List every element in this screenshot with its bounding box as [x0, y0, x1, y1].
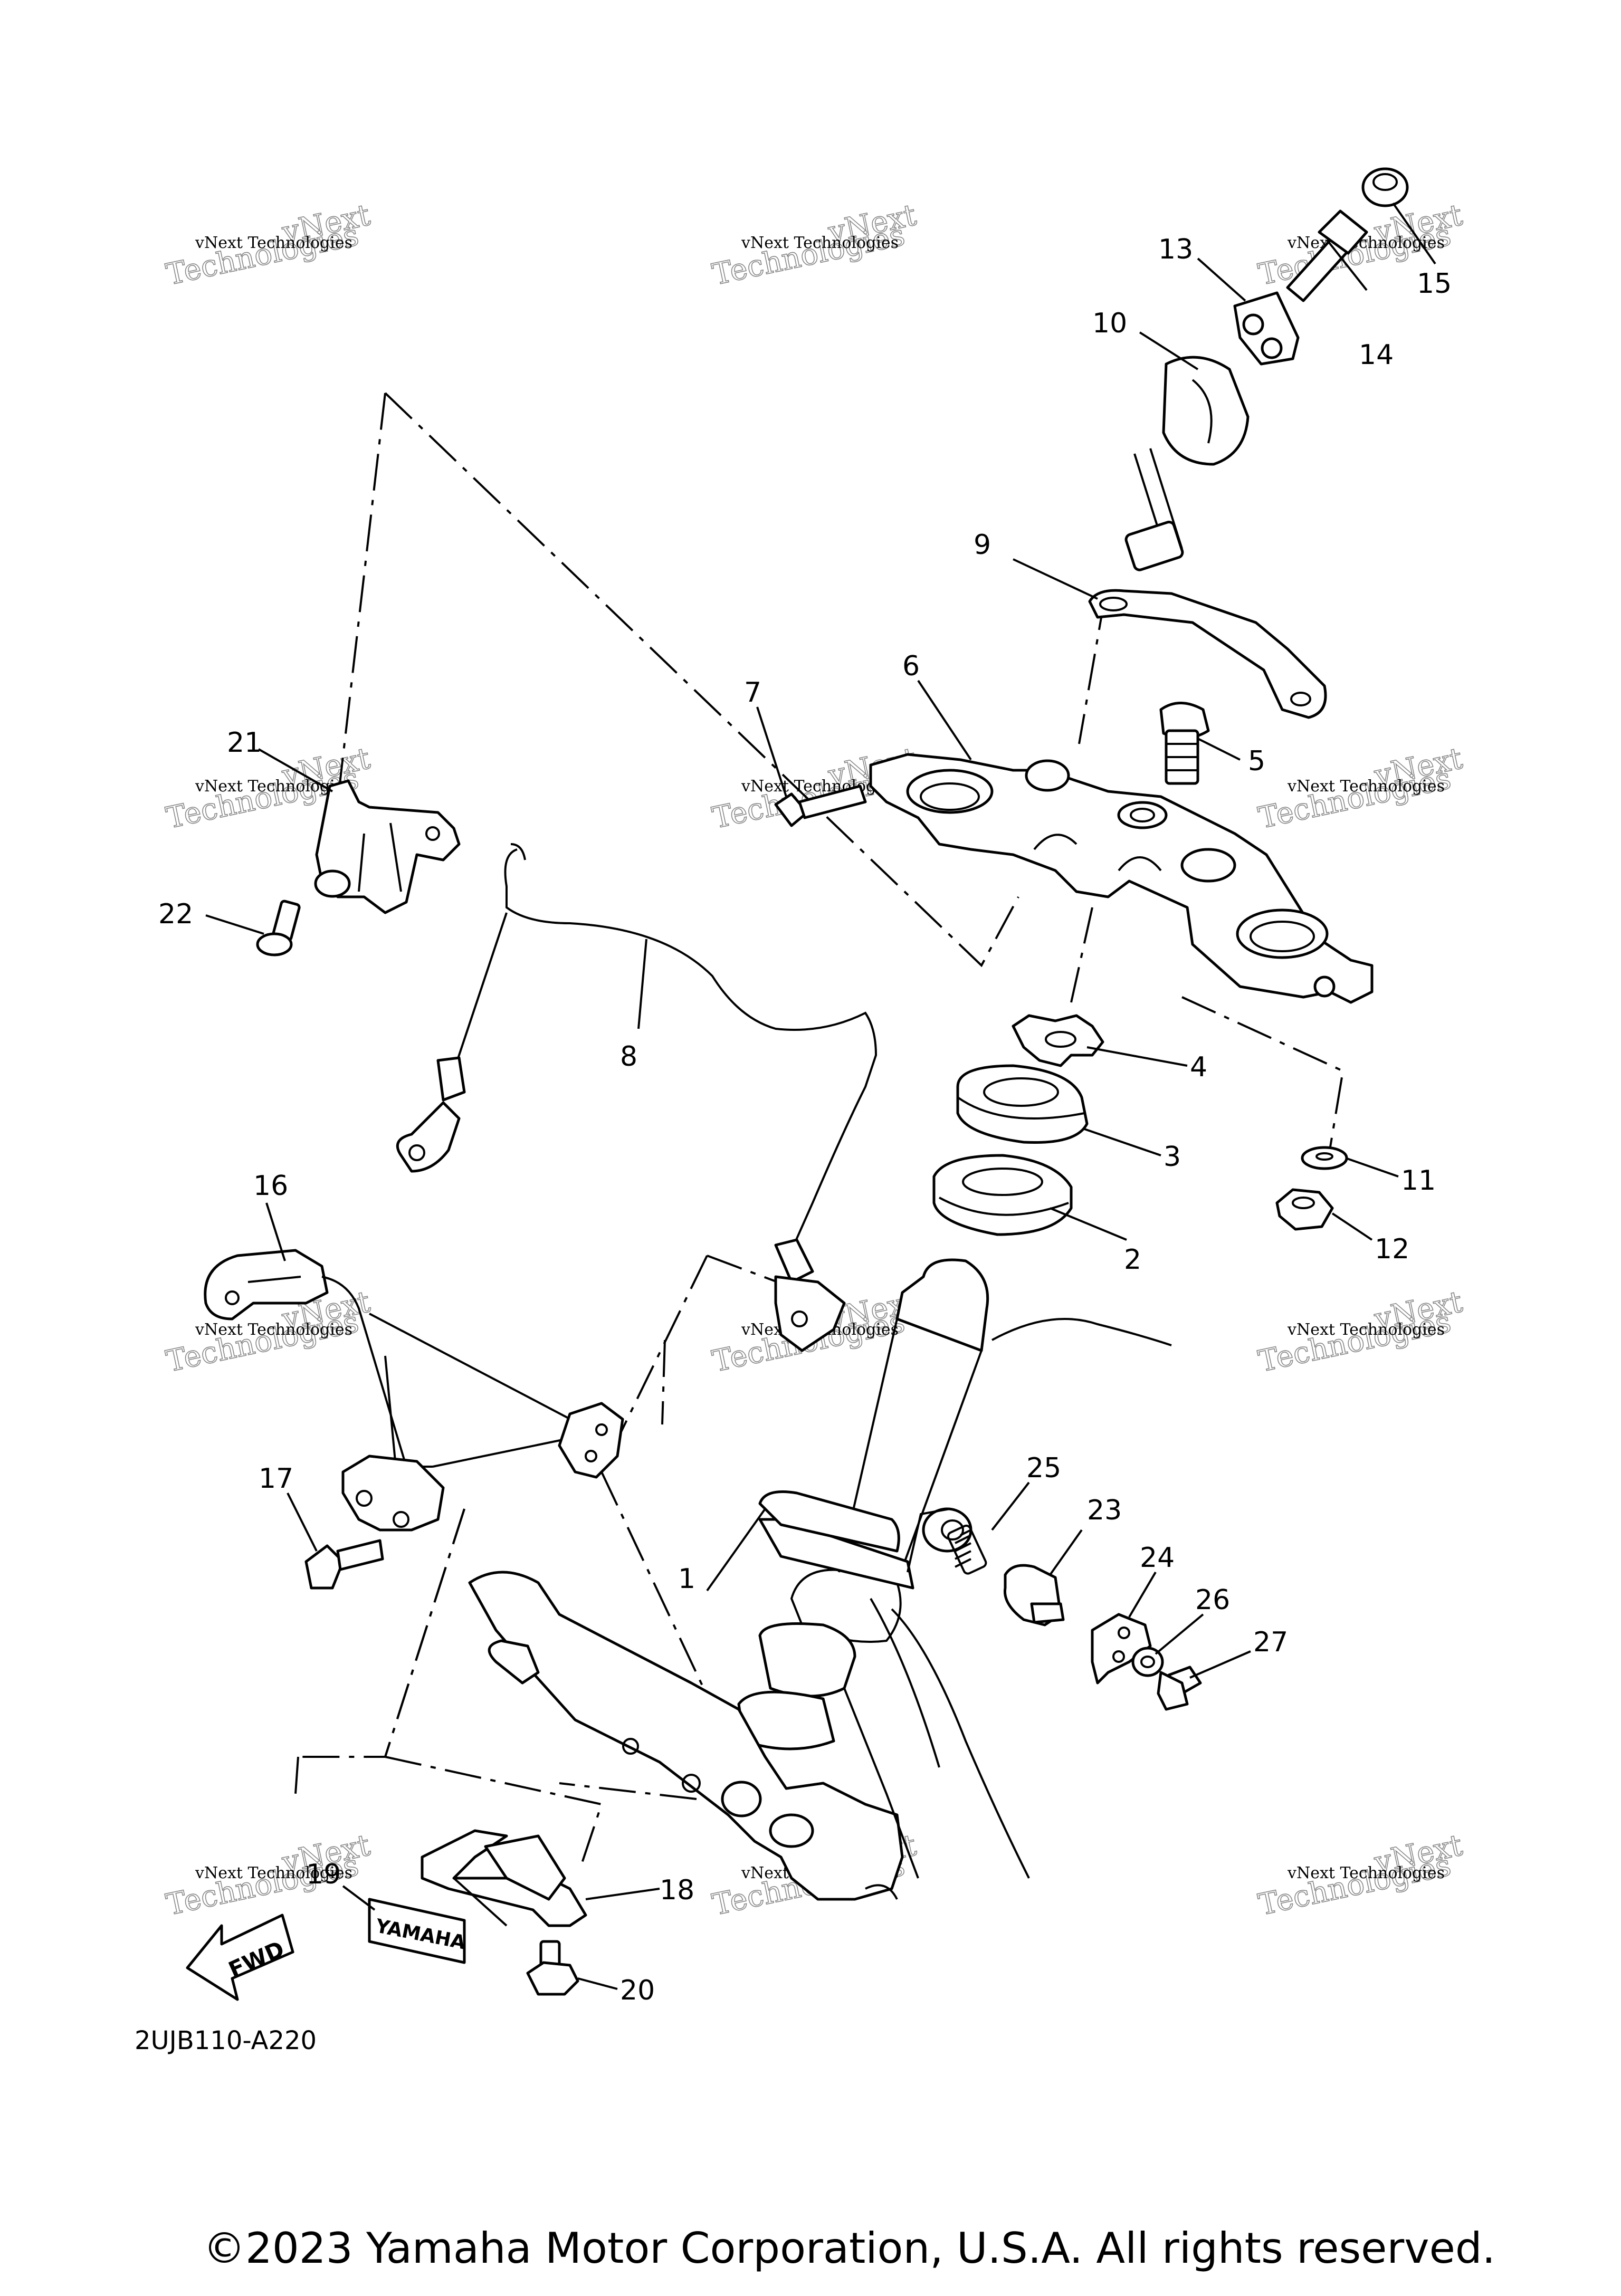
callout-10: 10 [1092, 308, 1127, 339]
watermark-outline-text: Technologies [709, 218, 908, 292]
part-6-upper-bracket [869, 753, 1374, 1004]
watermark-text: vNext Technologies [1287, 234, 1445, 252]
fwd-arrow-icon: FWD [186, 1914, 294, 2001]
part-9-plate [1088, 589, 1327, 719]
part-5-bolt [1159, 702, 1210, 785]
callout-26: 26 [1195, 1584, 1230, 1616]
part-18-bracket [421, 1829, 587, 1927]
callout-19: 19 [306, 1859, 341, 1890]
part-17-bolt [304, 1539, 384, 1590]
part-19-emblem: YAMAHA [368, 1898, 467, 1964]
callout-5: 5 [1248, 745, 1265, 777]
watermark-text: vNext Technologies [1287, 1321, 1445, 1339]
part-8-cable [396, 843, 878, 1352]
callout-8: 8 [620, 1041, 637, 1073]
watermark-text: vNext Technologies [195, 777, 352, 796]
callout-2: 2 [1124, 1244, 1141, 1276]
watermark-text: vNext Technologies [741, 234, 899, 252]
callout-18: 18 [660, 1874, 694, 1906]
callout-13: 13 [1158, 234, 1193, 265]
part-16-mount-bracket [204, 1249, 624, 1532]
part-3-bearing-cover [956, 1064, 1089, 1144]
callout-17: 17 [259, 1463, 293, 1495]
callout-16: 16 [253, 1170, 288, 1202]
callout-27: 27 [1253, 1627, 1288, 1658]
watermark-text: vNext Technologies [195, 1864, 352, 1882]
leader-lines [205, 202, 1436, 1990]
parts-23-27-steering-lock [947, 1524, 1202, 1711]
copyright-notice: ©2023 Yamaha Motor Corporation, U.S.A. A… [203, 2224, 1496, 2273]
callout-3: 3 [1164, 1141, 1181, 1173]
part-20-bolt [526, 1940, 579, 1996]
watermark-text: vNext Technologies [195, 1321, 352, 1339]
watermark-outline-text: Technologies [1255, 761, 1454, 836]
part-7-bolt [774, 785, 867, 827]
part-21-bracket [314, 779, 461, 914]
watermark-outline-text: Technologies [163, 1305, 361, 1379]
watermark-outline-text: Technologies [1255, 1305, 1454, 1379]
callout-21: 21 [227, 727, 262, 759]
callout-7: 7 [744, 677, 761, 709]
part-1-steering-stem [468, 1258, 1172, 1901]
part-11-washer [1301, 1146, 1348, 1170]
part-13-clamp [1233, 291, 1300, 366]
callout-25: 25 [1026, 1452, 1061, 1484]
watermark-outline-text: Technologies [163, 218, 361, 292]
part-15-nut [1361, 167, 1409, 207]
watermark-text: vNext Technologies [1287, 1864, 1445, 1882]
part-4-nut [1012, 1014, 1104, 1067]
callout-11: 11 [1401, 1165, 1436, 1197]
part-12-nut [1275, 1188, 1334, 1231]
part-10-stud-bolt [1124, 356, 1250, 571]
watermark-outline-text: Technologies [1255, 1848, 1454, 1922]
callout-9: 9 [974, 529, 991, 561]
part-22-bolt [256, 900, 301, 956]
part-2-bearing [932, 1154, 1073, 1236]
callout-23: 23 [1087, 1495, 1122, 1526]
watermark-text: vNext Technologies [1287, 777, 1445, 796]
callout-24: 24 [1140, 1542, 1175, 1574]
callout-numbers: 1 2 3 4 5 6 7 8 9 10 11 12 13 14 15 16 1… [158, 234, 1452, 2006]
callout-20: 20 [620, 1975, 655, 2006]
callout-6: 6 [902, 650, 920, 682]
diagram-code: 2UJB110-A220 [135, 2026, 317, 2055]
callout-14: 14 [1359, 339, 1394, 371]
callout-12: 12 [1375, 1233, 1409, 1265]
callout-15: 15 [1417, 268, 1452, 300]
callout-1: 1 [678, 1563, 695, 1595]
watermark-text: vNext Technologies [195, 234, 352, 252]
callout-4: 4 [1190, 1051, 1207, 1083]
callout-22: 22 [158, 898, 193, 930]
